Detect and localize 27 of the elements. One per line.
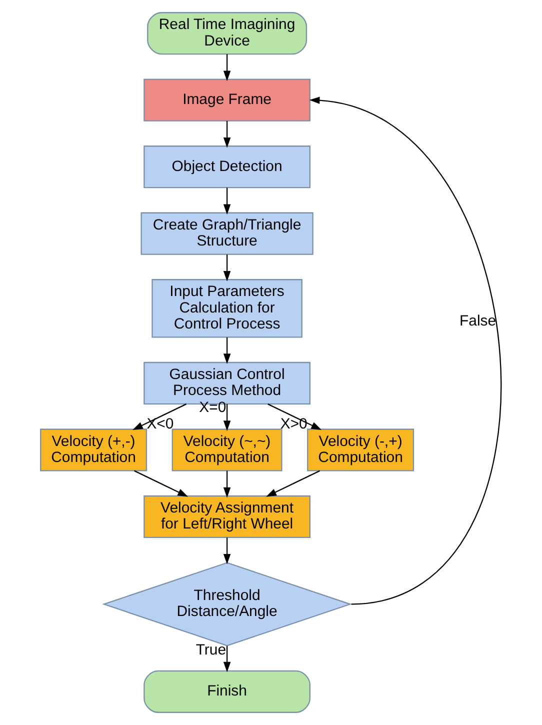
arrow [268,404,322,430]
arrow [132,404,187,430]
arrow [309,96,501,605]
node-box: Velocity (-,+) Computation [307,428,414,472]
node-box: Velocity (+,-) Computation [40,428,148,472]
edge-label: False [460,312,496,330]
arrow [266,470,320,497]
arrow [223,337,231,364]
node-box: Finish [144,670,310,713]
arrow [223,538,231,564]
node-box: Velocity Assignment for Left/Right Wheel [144,495,310,538]
arrow [223,120,231,148]
edge-label: X>0 [280,416,308,433]
node-box: Input Parameters Calculation for Control Process [152,279,302,338]
node-box: Object Detection [144,146,310,188]
node-box: Image Frame [144,78,310,122]
arrow [223,188,231,215]
node-box: Real Time Imagining Device [147,12,308,55]
arrow [223,470,231,498]
node-box: Velocity (~,~) Computation [172,428,282,472]
arrow [223,404,231,431]
arrow [223,646,231,672]
arrow [134,470,188,497]
node-box: Create Graph/Triangle Structure [140,212,314,255]
edge-label: X<0 [146,416,174,433]
arrow [223,254,231,282]
arrow [223,54,231,82]
